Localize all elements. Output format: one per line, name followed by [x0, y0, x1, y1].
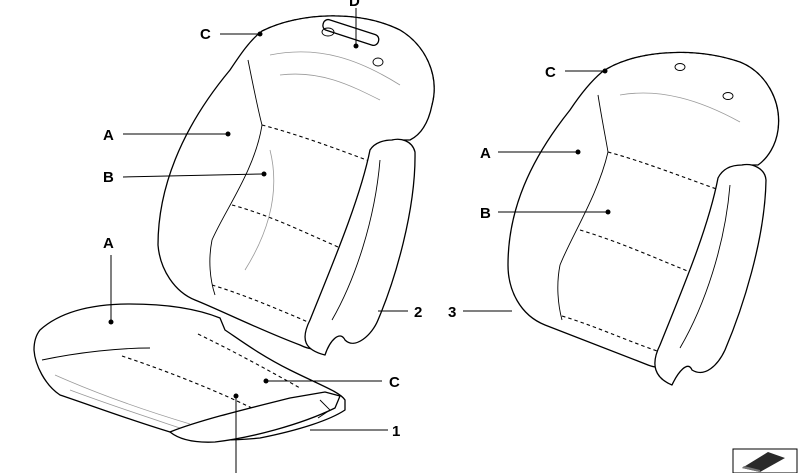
- callout-c-right: C: [545, 64, 556, 81]
- callout-d-top: D: [349, 0, 360, 10]
- callout-part-1: 1: [392, 423, 400, 440]
- left-backrest: [157, 15, 435, 356]
- callout-c-cushion: C: [389, 374, 400, 391]
- callout-a-left-back: A: [103, 127, 114, 144]
- bmw-parts-catalog-corner-icon: [732, 448, 798, 473]
- callout-b-right: B: [480, 205, 491, 222]
- right-backrest: [507, 51, 780, 386]
- callout-b-left-back: B: [103, 169, 114, 186]
- callout-part-3: 3: [448, 304, 456, 321]
- callout-a-right: A: [480, 145, 491, 162]
- seat-cushion: [33, 303, 346, 443]
- leader-lines: [108, 8, 611, 473]
- callout-part-2: 2: [414, 304, 422, 321]
- headrest-guide-icon: [321, 18, 384, 67]
- callout-c-top: C: [200, 26, 211, 43]
- callout-a-cushion: A: [103, 235, 114, 252]
- callout-labels: C D A B A C 1 2 3 C A B: [103, 0, 556, 440]
